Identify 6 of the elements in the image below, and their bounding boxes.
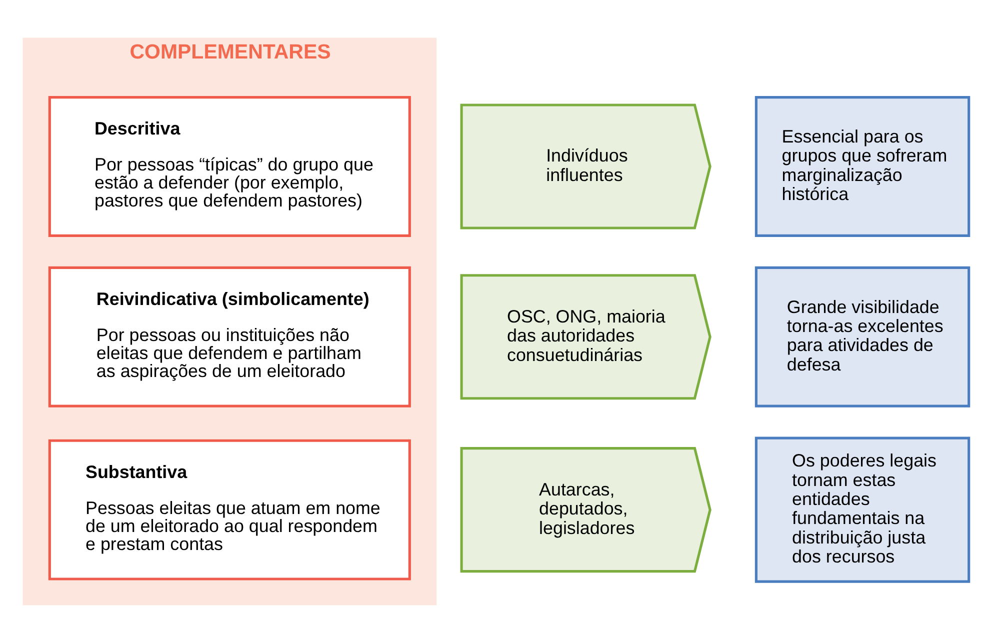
- node-box: Reivindicativa (simbolicamente) Por pessoas ou instituições não eleitas que defendem e partilham as aspirações de um eleitorado: [48, 266, 411, 407]
- node-box: Grande visibilidade torna-as excelentes para atividades de defesa: [754, 266, 970, 407]
- node-box: Substantiva Pessoas eleitas que atuam em nome de um eleitorado ao qual respondem e prestam contas: [48, 438, 411, 580]
- node-box: Essencial para os grupos que sofreram marginalização histórica: [754, 96, 970, 236]
- node-box: Os poderes legais tornam estas entidades fundamentais na distribuição justa dos recursos: [754, 436, 970, 582]
- node-box: Descritiva Por pessoas “típicas” do grupo que estão a defender (por exemplo, pastores que defendem pastores): [48, 96, 411, 236]
